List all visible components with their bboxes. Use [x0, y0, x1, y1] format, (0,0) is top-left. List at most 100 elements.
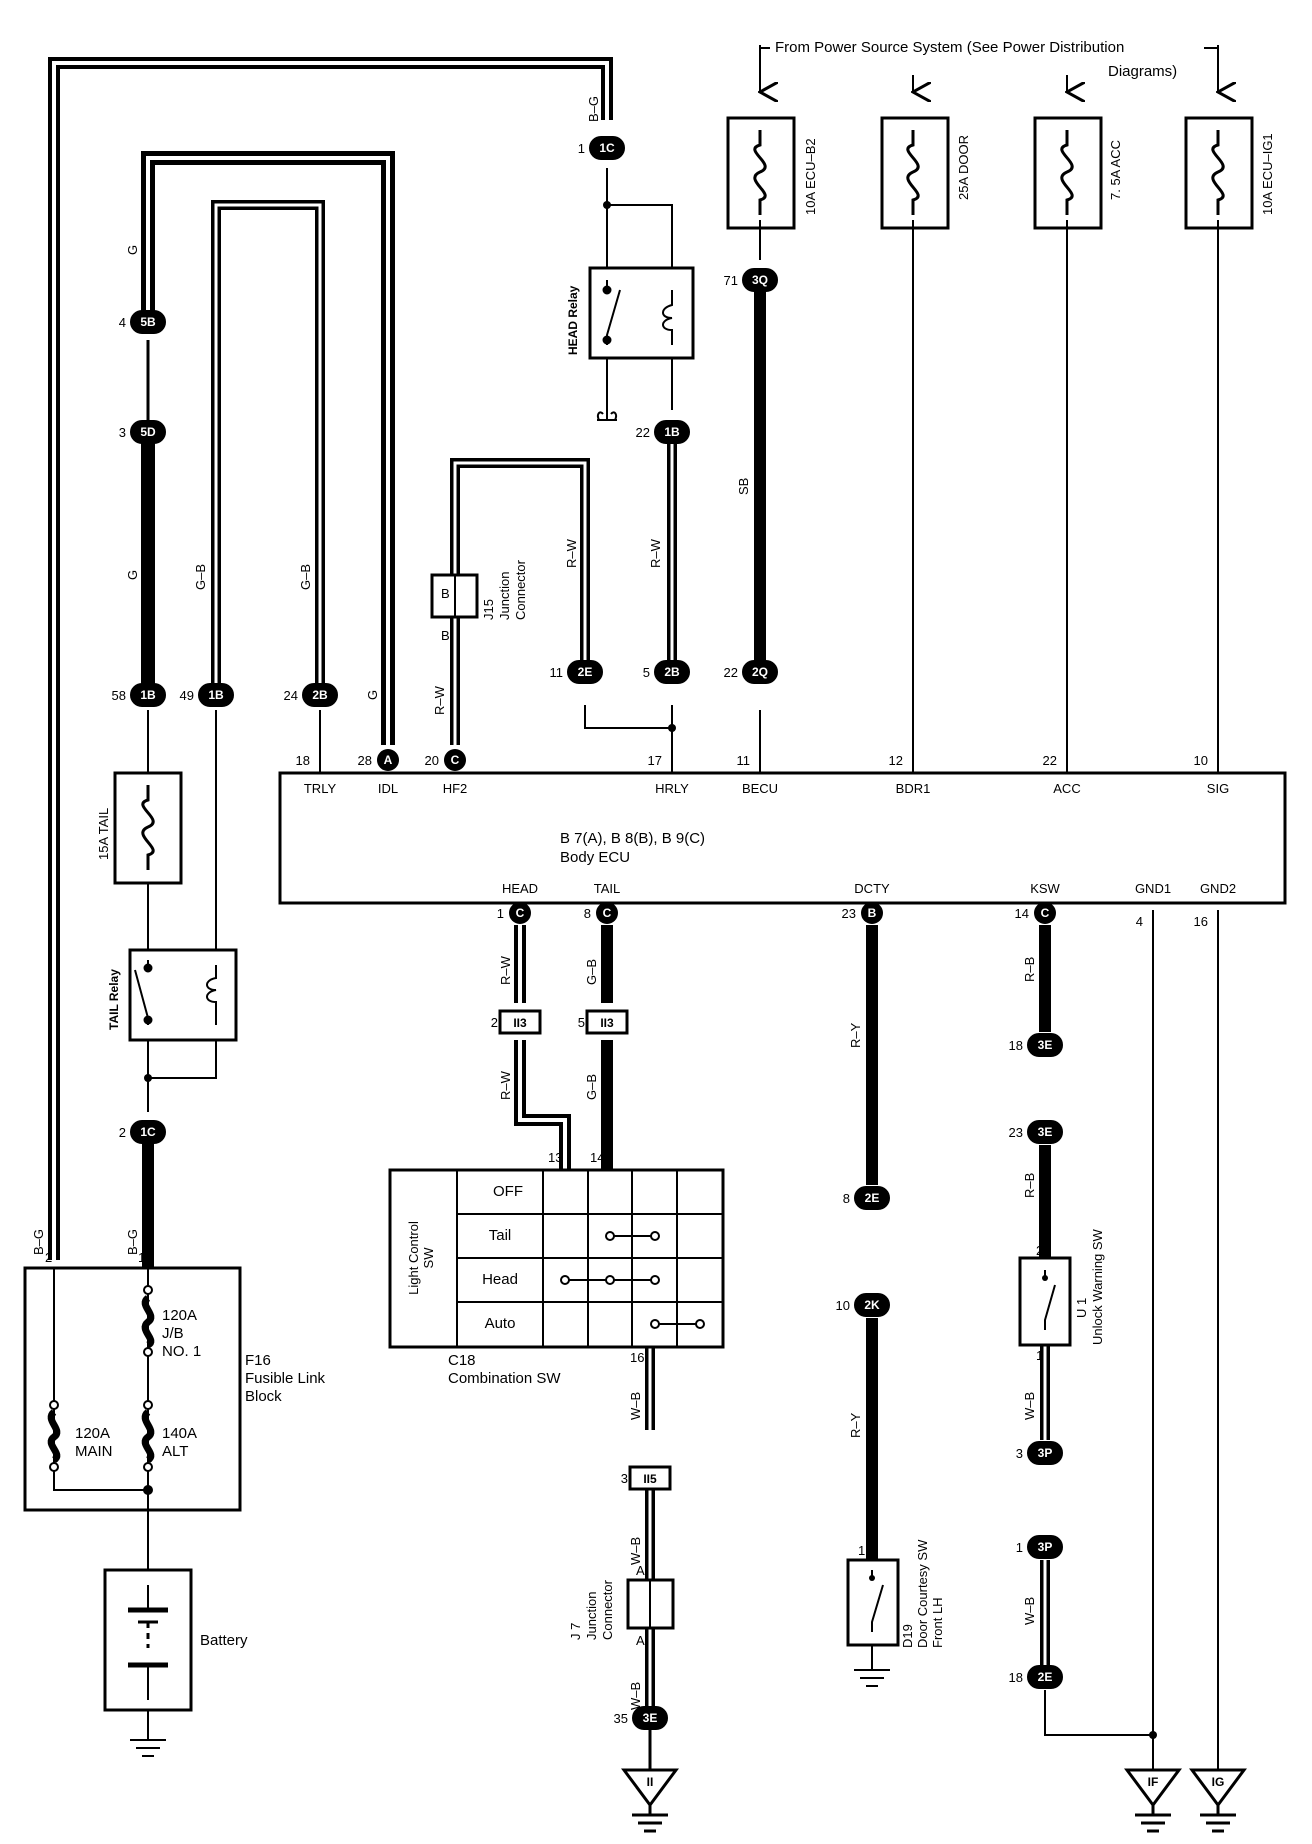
wc-rw-1: R–W [432, 685, 447, 715]
comb-label-2: SW [421, 1247, 436, 1269]
head-relay-ground-icon [596, 411, 618, 421]
ecu-terminal-conn: C [451, 753, 460, 767]
ecu-terminal-pin: 20 [425, 753, 439, 768]
wc-rw-3: R–W [648, 538, 663, 568]
door-sw-dot [869, 1575, 875, 1581]
ecu-terminal-name: DCTY [854, 881, 890, 896]
ecu-terminal-pin: 8 [584, 906, 591, 921]
connector-ii5-pin: 3 [621, 1471, 628, 1486]
pin-j7-a1: A [636, 1563, 645, 1578]
ecu-terminal-name: HF2 [443, 781, 468, 796]
connector-3e-18: 3E 18 [1009, 1033, 1063, 1057]
pin-16: 16 [630, 1350, 644, 1365]
fuse-ecu-b2-box [726, 116, 796, 230]
fuse-ecu-ig1-box [1184, 116, 1254, 230]
connector-2b-5-label: 2B [664, 665, 680, 679]
pin-j7-a2: A [636, 1633, 645, 1648]
connector-3p-3: 3P3 [1016, 1441, 1063, 1465]
pin-14: 14 [590, 1150, 604, 1165]
ecu-terminal-pin: 14 [1015, 906, 1029, 921]
f16-alt-2: ALT [162, 1443, 188, 1460]
connector-ii3-head: II3 2 [491, 1009, 542, 1035]
ecu-terminal-conn: C [1041, 906, 1050, 920]
connector-ii3-head-label: II3 [513, 1016, 527, 1030]
comb-row-head: Head [482, 1271, 518, 1288]
comb-label-1: Light Control [406, 1221, 421, 1295]
fuse-tail-label: 15A TAIL [96, 808, 111, 860]
connector-ii3-head-pin: 2 [491, 1015, 498, 1030]
wc-bg-right: B–G [125, 1229, 140, 1255]
ecu-terminal-name: TRLY [304, 781, 337, 796]
ground-if-icon [1124, 1768, 1182, 1833]
unlock-sw-name: Unlock Warning SW [1090, 1228, 1105, 1345]
fuse-ecu-ig1-label: 10A ECU–IG1 [1260, 133, 1275, 215]
ground-battery-icon [130, 1735, 166, 1757]
wc-rw-2: R–W [564, 538, 579, 568]
f16-jb-3: NO. 1 [162, 1343, 201, 1360]
pin-u1-2: 2 [1036, 1243, 1043, 1258]
connector-2e-8-label: 2E [865, 1191, 880, 1205]
connector-1c-bottom-pin: 2 [119, 1125, 126, 1140]
ecu-terminal-pin: 11 [737, 753, 751, 768]
connector-5d: 5D3 [119, 420, 166, 444]
head-relay-label: HEAD Relay [566, 285, 580, 355]
ecu-terminal-name: BDR1 [896, 781, 931, 796]
connector-3e-35-label: 3E [643, 1711, 658, 1725]
ecu-terminal-conn: C [603, 906, 612, 920]
ecu-terminal-pin: 1 [497, 906, 504, 921]
relays [128, 266, 695, 1042]
ground-if-label: IF [1148, 1775, 1159, 1789]
connector-3q-pin: 71 [724, 273, 738, 288]
ecu-terminal-conn: B [868, 906, 877, 920]
ecu-terminal-pin: 28 [358, 753, 372, 768]
wire-g-loop [141, 151, 395, 745]
ground-ii-label: II [647, 1775, 654, 1789]
wire-2e-gnd [1044, 1690, 1153, 1736]
wc-bg-left: B–G [31, 1229, 46, 1255]
connector-2k-pin: 10 [836, 1298, 850, 1313]
connector-3p-1-label: 3P [1038, 1540, 1053, 1554]
wc-wb-4: W–B [628, 1537, 643, 1565]
connector-2e-18-pin: 18 [1009, 1670, 1023, 1685]
wire-b-g-inner [52, 61, 609, 1260]
combination-switch [388, 1168, 725, 1349]
wc-ry-1: R–Y [848, 1022, 863, 1048]
tail-relay-contact [143, 963, 153, 973]
wc-wb-2: W–B [1022, 1597, 1037, 1625]
wc-gb-4: G–B [584, 1074, 599, 1100]
connector-3e-18-label: 3E [1038, 1038, 1053, 1052]
wc-rb-2: R–B [1022, 1173, 1037, 1198]
wc-gb-3: G–B [584, 959, 599, 985]
ecu-terminal-name: TAIL [594, 881, 621, 896]
f16-main-2: MAIN [75, 1443, 113, 1460]
wire-f16-left [53, 1268, 148, 1491]
connector-3e-35-pin: 35 [614, 1711, 628, 1726]
wc-g-1: G [125, 245, 140, 255]
connector-3e-18-pin: 18 [1009, 1038, 1023, 1053]
pin-f16-1: 1 [138, 1250, 145, 1265]
f16-code: F16 [245, 1352, 271, 1369]
connector-1b-58-label: 1B [140, 688, 156, 702]
connector-2b-24-label: 2B [312, 688, 328, 702]
connector-3e-23-pin: 23 [1009, 1125, 1023, 1140]
ecu-terminal-pin: 12 [889, 753, 903, 768]
j7-junction [626, 1578, 675, 1630]
connector-1c-top-label: 1C [599, 141, 615, 155]
head-relay-coil [662, 290, 673, 345]
connector-2e-11-pin: 11 [550, 665, 564, 680]
pin-j15-b2: B [441, 628, 450, 643]
ground-door-sw-icon [854, 1665, 890, 1687]
comb-row-auto: Auto [485, 1315, 516, 1332]
ecu-terminal-pin: 16 [1194, 914, 1208, 929]
